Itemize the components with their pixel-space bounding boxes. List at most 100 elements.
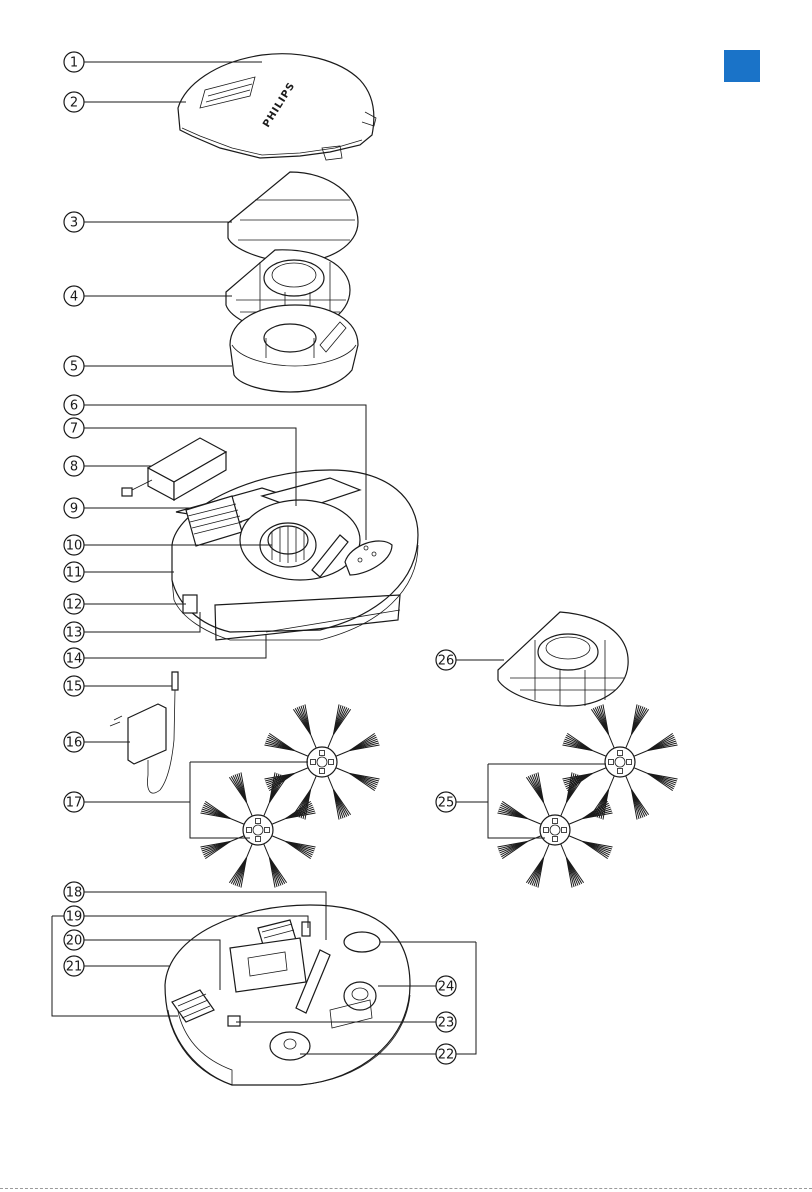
svg-text:17: 17	[66, 796, 83, 811]
callout-6: 6	[64, 395, 84, 415]
svg-text:23: 23	[438, 1016, 455, 1031]
brush-arm	[543, 843, 550, 860]
brush-arm	[543, 800, 550, 817]
brush-arm	[633, 767, 650, 774]
svg-text:9: 9	[70, 502, 78, 517]
brush-arm	[263, 843, 270, 860]
svg-text:16: 16	[66, 736, 83, 751]
brush-arm	[590, 750, 607, 757]
robot-body	[172, 470, 418, 640]
svg-text:10: 10	[66, 539, 83, 554]
callout-22: 22	[436, 1044, 456, 1064]
brush-arm	[228, 818, 245, 825]
callout-26: 26	[436, 650, 456, 670]
brush-hub	[540, 815, 570, 845]
svg-text:6: 6	[70, 399, 78, 414]
callout-25: 25	[436, 792, 456, 812]
callout-17: 17	[64, 792, 84, 812]
svg-text:24: 24	[438, 980, 455, 995]
callout-19: 19	[64, 906, 84, 926]
brush-arm	[560, 843, 567, 860]
callout-24: 24	[436, 976, 456, 996]
callout-3: 3	[64, 212, 84, 232]
brush-arm	[263, 800, 270, 817]
callout-9: 9	[64, 498, 84, 518]
brush-arm	[633, 750, 650, 757]
top-cover: PHILIPS	[178, 54, 376, 160]
svg-text:14: 14	[66, 652, 83, 667]
brush-arm	[310, 732, 317, 749]
spare-filter-holder	[498, 612, 628, 706]
svg-text:19: 19	[66, 910, 83, 925]
brush-arm	[292, 767, 309, 774]
side-brush	[562, 704, 677, 819]
svg-text:20: 20	[66, 934, 83, 949]
brush-hub	[605, 747, 635, 777]
brush-arm	[327, 732, 334, 749]
brush-arm	[271, 818, 288, 825]
brush-arm	[525, 835, 542, 842]
callout-4: 4	[64, 286, 84, 306]
side-brush	[200, 772, 315, 887]
page-edge-rule	[0, 1188, 812, 1189]
brush-arm	[310, 775, 317, 792]
side-brush	[497, 772, 612, 887]
dust-bin	[230, 305, 358, 392]
brush-arm	[228, 835, 245, 842]
svg-text:5: 5	[70, 360, 78, 375]
brush-arm	[590, 767, 607, 774]
svg-text:7: 7	[70, 422, 78, 437]
brush-arm	[327, 775, 334, 792]
brush-arm	[335, 750, 352, 757]
brush-arm	[246, 800, 253, 817]
svg-text:3: 3	[70, 216, 78, 231]
callout-20: 20	[64, 930, 84, 950]
svg-text:2: 2	[70, 96, 78, 111]
brush-arm	[335, 767, 352, 774]
callout-1: 1	[64, 52, 84, 72]
callout-18: 18	[64, 882, 84, 902]
power-adapter	[110, 672, 178, 793]
callout-8: 8	[64, 456, 84, 476]
brush-arm	[608, 775, 615, 792]
callout-13: 13	[64, 622, 84, 642]
callout-21: 21	[64, 956, 84, 976]
robot-underside	[165, 905, 410, 1085]
callout-12: 12	[64, 594, 84, 614]
svg-text:1: 1	[70, 56, 78, 71]
brush-arm	[608, 732, 615, 749]
svg-text:26: 26	[438, 654, 455, 669]
callout-7: 7	[64, 418, 84, 438]
brush-arm	[525, 818, 542, 825]
callout-16: 16	[64, 732, 84, 752]
callout-15: 15	[64, 676, 84, 696]
svg-text:21: 21	[66, 960, 83, 975]
svg-text:22: 22	[438, 1048, 455, 1063]
svg-text:8: 8	[70, 460, 78, 475]
svg-text:25: 25	[438, 796, 455, 811]
battery-pack	[122, 438, 226, 500]
brush-hub	[243, 815, 273, 845]
svg-text:11: 11	[66, 566, 83, 581]
svg-text:18: 18	[66, 886, 83, 901]
brush-arm	[625, 775, 632, 792]
callout-10: 10	[64, 535, 84, 555]
brush-hub	[307, 747, 337, 777]
brush-arm	[560, 800, 567, 817]
brush-arm	[271, 835, 288, 842]
callout-2: 2	[64, 92, 84, 112]
callout-14: 14	[64, 648, 84, 668]
brush-arm	[292, 750, 309, 757]
callout-23: 23	[436, 1012, 456, 1032]
brush-arm	[568, 835, 585, 842]
svg-text:15: 15	[66, 680, 83, 695]
brush-arm	[568, 818, 585, 825]
svg-text:12: 12	[66, 598, 83, 613]
brush-arm	[246, 843, 253, 860]
brush-arm	[625, 732, 632, 749]
filter	[228, 172, 358, 262]
callout-11: 11	[64, 562, 84, 582]
svg-text:13: 13	[66, 626, 83, 641]
svg-text:4: 4	[70, 290, 78, 305]
